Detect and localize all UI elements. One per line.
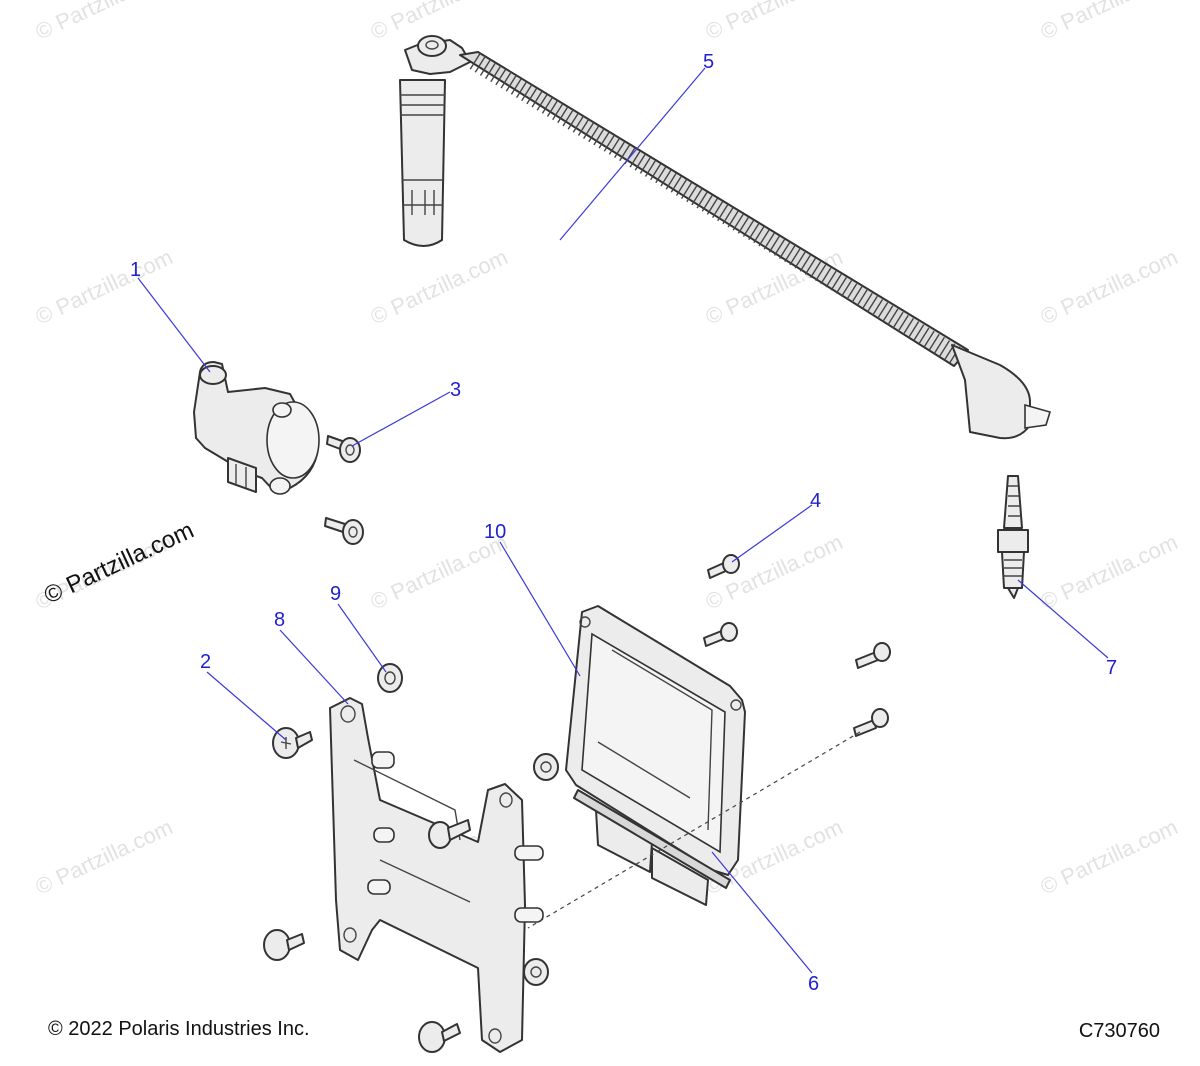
watermark-6: © Partzilla.com	[702, 244, 847, 329]
callout-4: 4	[810, 490, 821, 512]
ecu-screw-left[interactable]	[703, 622, 738, 647]
callout-5: 5	[703, 51, 714, 73]
flange-nut-middle[interactable]	[533, 753, 559, 781]
watermark-12: © Partzilla.com	[32, 814, 177, 899]
watermark-2: © Partzilla.com	[702, 0, 847, 45]
callout-2: 2	[200, 651, 211, 673]
alignment-line	[527, 731, 861, 929]
spark-plug[interactable]	[997, 475, 1029, 599]
bracket-screw-center[interactable]	[428, 819, 471, 849]
watermark-3: © Partzilla.com	[1037, 0, 1182, 45]
coil-bolt-lower[interactable]	[324, 517, 364, 545]
torx-screw-lower-left[interactable]	[263, 929, 305, 961]
ecu-screw-right-upper[interactable]	[855, 642, 891, 669]
ecu-mounting-bracket[interactable]	[329, 697, 544, 1053]
ignition-coil[interactable]	[193, 361, 320, 495]
flange-nut-upper[interactable]	[377, 663, 403, 693]
callout-6: 6	[808, 973, 819, 995]
watermark-0: © Partzilla.com	[32, 0, 177, 45]
watermark-7: © Partzilla.com	[1037, 244, 1182, 329]
callout-1: 1	[130, 259, 141, 281]
leader-lines	[137, 67, 1109, 974]
watermark-5: © Partzilla.com	[367, 244, 512, 329]
drawing-number: C730760	[1078, 1020, 1160, 1042]
flange-nut-lower[interactable]	[523, 958, 549, 986]
copyright-notice: © 2022 Polaris Industries Inc.	[48, 1018, 310, 1040]
callout-8: 8	[274, 609, 285, 631]
watermark-4: © Partzilla.com	[32, 244, 177, 329]
watermark-11: © Partzilla.com	[1037, 529, 1182, 614]
ecu-screw-upper[interactable]	[707, 554, 740, 579]
coil-bolt-upper[interactable]	[326, 435, 361, 463]
callout-9: 9	[330, 583, 341, 605]
watermark-15: © Partzilla.com	[1037, 814, 1182, 899]
callout-7: 7	[1106, 657, 1117, 679]
spark-plug-wire[interactable]	[399, 35, 1052, 440]
engine-control-unit[interactable]	[565, 605, 746, 906]
torx-screw-left[interactable]	[272, 727, 313, 759]
torx-screw-bottom[interactable]	[418, 1021, 461, 1053]
callout-3: 3	[450, 379, 461, 401]
callout-10: 10	[484, 521, 506, 543]
callout-labels: 1 2 3 4 5 6 7 8 9 10	[130, 51, 1117, 995]
